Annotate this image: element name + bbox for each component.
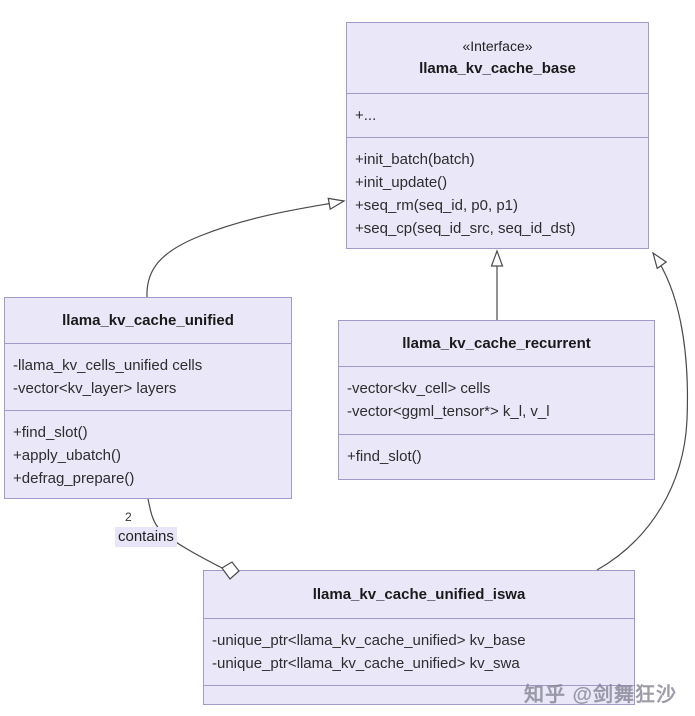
class-header: «Interface» llama_kv_cache_base xyxy=(347,23,648,93)
attributes-compartment: -vector<kv_cell> cells -vector<ggml_tens… xyxy=(339,366,654,434)
class-header: llama_kv_cache_unified xyxy=(5,298,291,343)
attribute-line: +... xyxy=(355,107,377,124)
method-line: +init_update() xyxy=(355,174,448,191)
methods-compartment: +init_batch(batch) +init_update() +seq_r… xyxy=(347,137,648,249)
class-box-llama_kv_cache_base: «Interface» llama_kv_cache_base +... +in… xyxy=(346,22,649,249)
method-line: +find_slot() xyxy=(347,448,422,465)
attribute-line: -vector<ggml_tensor*> k_l, v_l xyxy=(347,403,550,420)
methods-compartment: +find_slot() +apply_ubatch() +defrag_pre… xyxy=(5,410,291,499)
class-box-llama_kv_cache_unified: llama_kv_cache_unified -llama_kv_cells_u… xyxy=(4,297,292,499)
method-line: +seq_cp(seq_id_src, seq_id_dst) xyxy=(355,220,576,237)
method-line: +seq_rm(seq_id, p0, p1) xyxy=(355,197,519,214)
class-header: llama_kv_cache_unified_iswa xyxy=(204,571,634,618)
attribute-line: -unique_ptr<llama_kv_cache_unified> kv_s… xyxy=(212,655,520,672)
attributes-compartment: -unique_ptr<llama_kv_cache_unified> kv_b… xyxy=(204,618,634,685)
method-line: +init_batch(batch) xyxy=(355,151,475,168)
edge-unified-extends-base xyxy=(146,197,346,298)
attribute-line: -llama_kv_cells_unified cells xyxy=(13,357,203,374)
class-box-llama_kv_cache_recurrent: llama_kv_cache_recurrent -vector<kv_cell… xyxy=(338,320,655,480)
method-line: +apply_ubatch() xyxy=(13,447,121,464)
attribute-line: -vector<kv_cell> cells xyxy=(347,380,491,397)
zhihu-watermark: 知乎 @剑舞狂沙 xyxy=(524,684,678,706)
contains-multiplicity-label: 2 xyxy=(125,510,132,524)
methods-compartment-empty xyxy=(204,685,634,705)
attribute-line: -vector<kv_layer> layers xyxy=(13,380,177,397)
class-stereotype: «Interface» xyxy=(462,37,533,54)
attribute-line: -unique_ptr<llama_kv_cache_unified> kv_b… xyxy=(212,632,526,649)
contains-edge-label: contains xyxy=(115,527,177,547)
method-line: +defrag_prepare() xyxy=(13,470,135,487)
methods-compartment: +find_slot() xyxy=(339,434,654,480)
class-title: llama_kv_cache_base xyxy=(419,59,576,77)
class-title: llama_kv_cache_unified_iswa xyxy=(312,585,526,603)
class-title: llama_kv_cache_unified xyxy=(62,311,234,329)
class-header: llama_kv_cache_recurrent xyxy=(339,321,654,366)
attributes-compartment: +... xyxy=(347,93,648,137)
class-title: llama_kv_cache_recurrent xyxy=(402,334,591,352)
attributes-compartment: -llama_kv_cells_unified cells -vector<kv… xyxy=(5,343,291,410)
method-line: +find_slot() xyxy=(13,424,88,441)
class-box-llama_kv_cache_unified_iswa: llama_kv_cache_unified_iswa -unique_ptr<… xyxy=(203,570,635,705)
